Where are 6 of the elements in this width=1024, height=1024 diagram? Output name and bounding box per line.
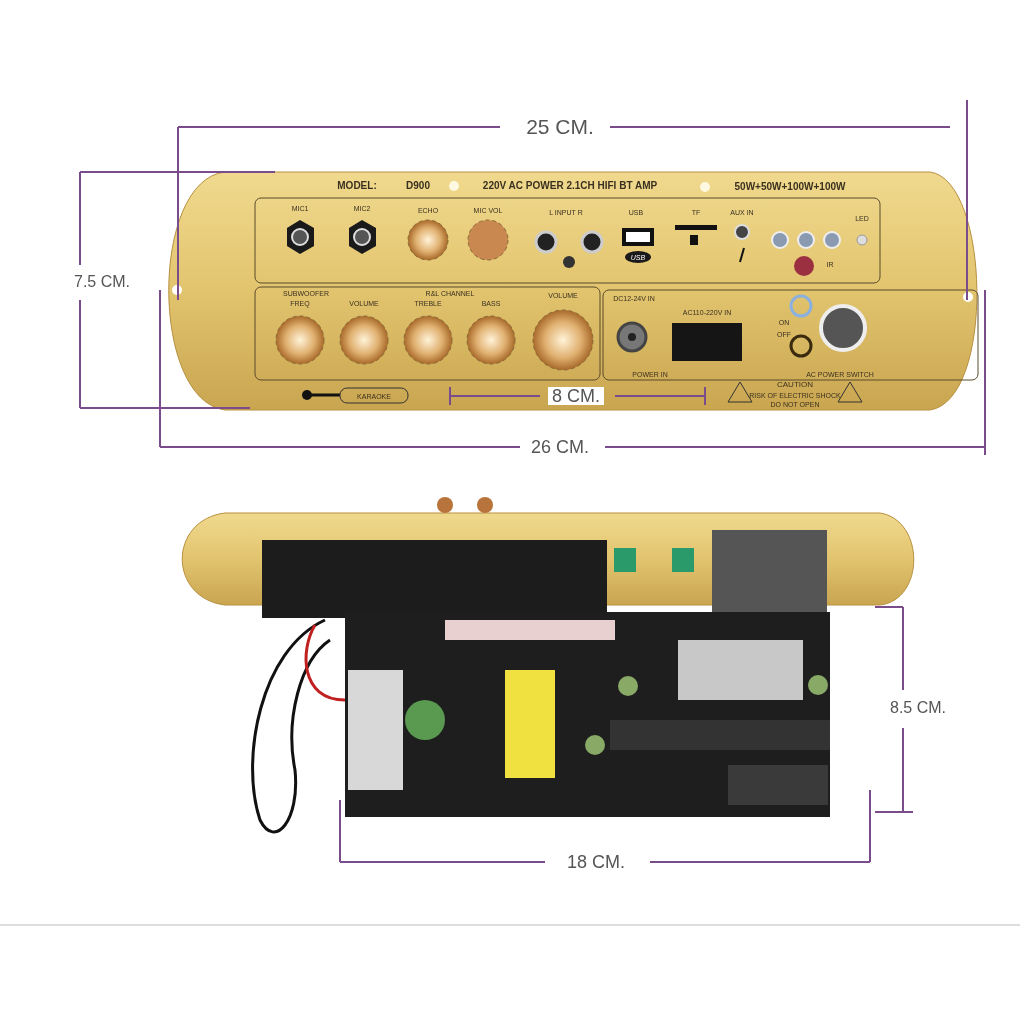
panel-heading-text: D900 [406, 181, 430, 191]
panel-heading-text: 220V AC POWER 2.1CH HIFI BT AMP [482, 181, 658, 191]
panel-heading-text: MODEL: [337, 181, 377, 191]
panel-heading-text: 50W+50W+100W+100W [734, 182, 846, 192]
dimension-label: 8 CM. [548, 387, 604, 405]
caution-text: CAUTION [777, 381, 813, 389]
